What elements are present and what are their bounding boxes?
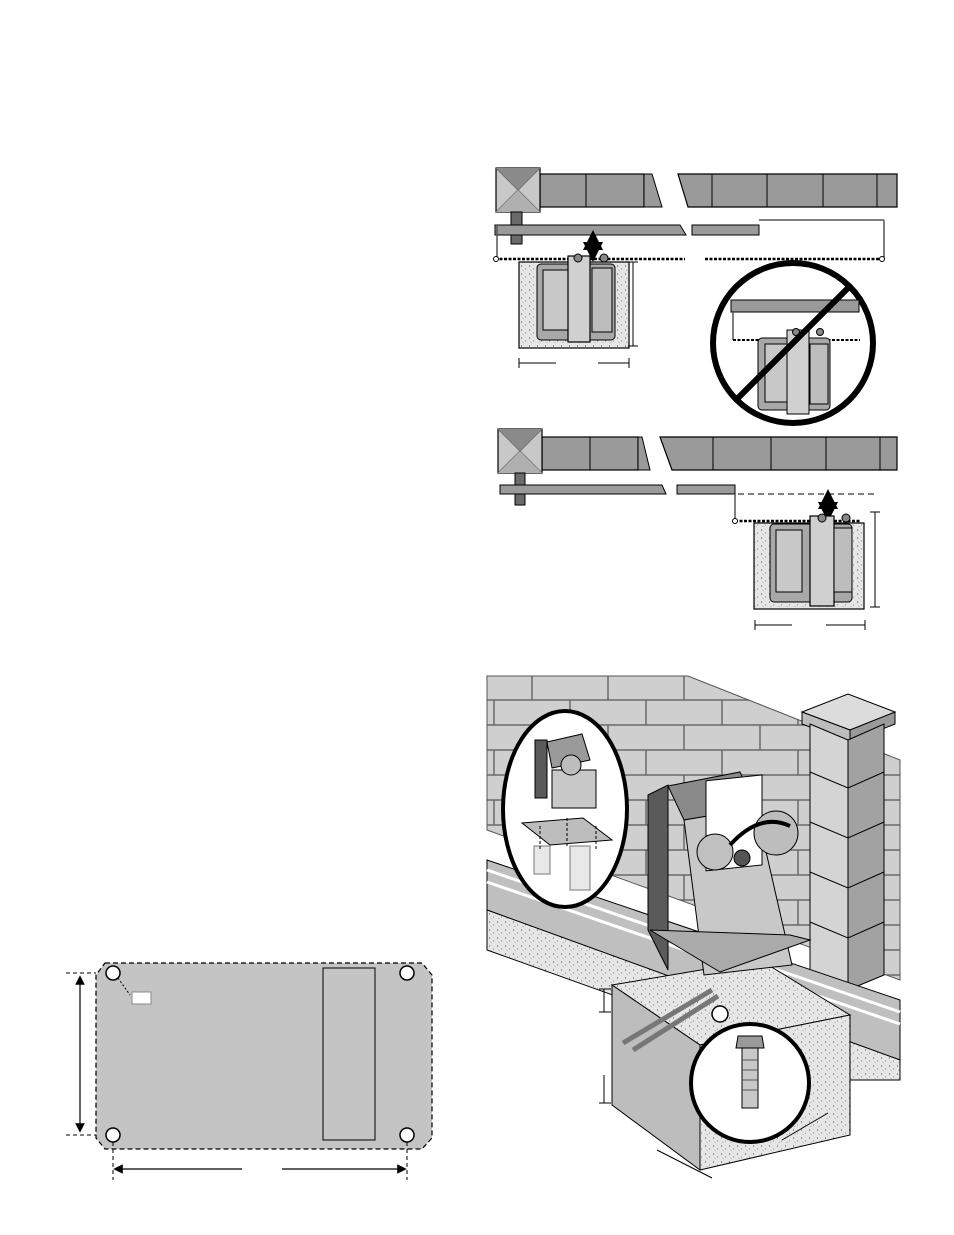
mounting-hole-bottom-right <box>400 1128 414 1142</box>
mounting-plate <box>96 963 432 1149</box>
plate-cutout <box>323 968 375 1140</box>
mounting-hole-bottom-left <box>106 1128 120 1142</box>
mounting-hole-top-right <box>400 966 414 980</box>
wall-segment-left <box>540 174 644 207</box>
base-plate-template <box>66 963 432 1180</box>
operator-body-lower <box>770 514 852 606</box>
perspective-install-diagram <box>487 676 900 1178</box>
wall-segment-right <box>678 174 897 207</box>
hole-callout-box <box>132 992 151 1004</box>
prohibited-mount-diagram <box>713 263 873 423</box>
lower-correct-mount-diagram <box>498 429 897 630</box>
pillar <box>810 724 848 990</box>
operator-body <box>537 254 615 342</box>
mounting-hole-top-left <box>106 966 120 980</box>
